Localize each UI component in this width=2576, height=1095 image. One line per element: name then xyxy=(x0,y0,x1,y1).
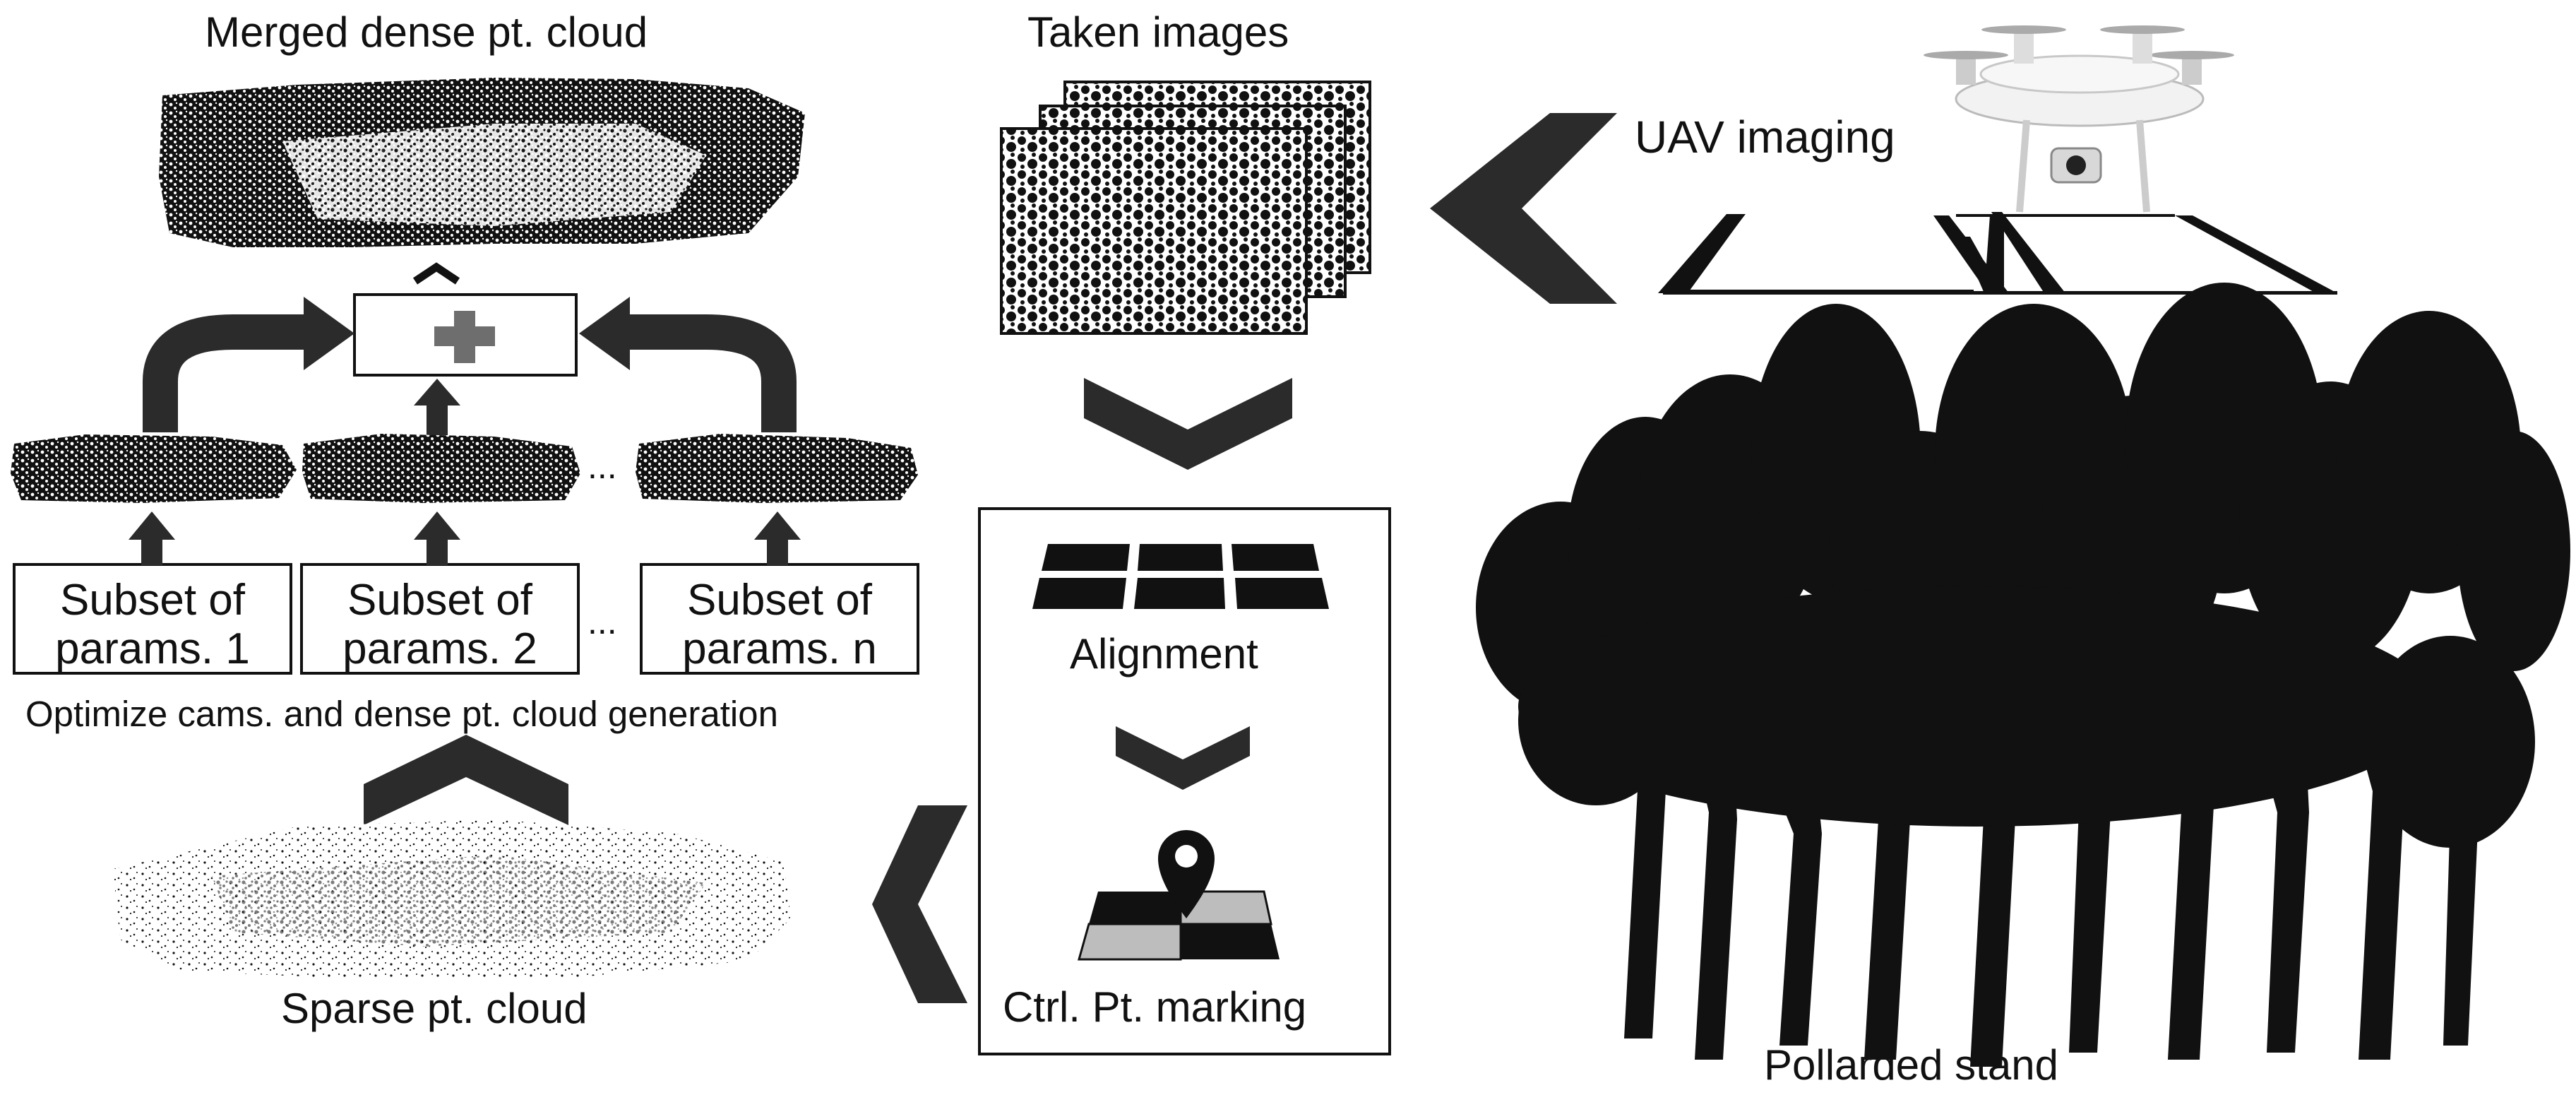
subset-cloud-2 xyxy=(302,434,580,503)
subset-arrow-1 xyxy=(129,511,175,565)
subset-arrow-2 xyxy=(414,511,460,565)
merge-arrow-middle xyxy=(414,379,460,435)
sparse-point-cloud xyxy=(113,819,791,978)
up-chevron xyxy=(364,735,568,825)
left-chevron-uav xyxy=(1430,113,1617,304)
drone-icon xyxy=(1658,25,2337,295)
merge-arrow-right xyxy=(579,297,797,432)
merge-arrow-left xyxy=(143,297,354,432)
subset-2-line1: Subset of xyxy=(347,576,532,625)
tree-silhouette-icon xyxy=(1476,283,2570,1067)
subset-ellipsis: ... xyxy=(588,602,617,641)
subset-cloud-n xyxy=(636,434,918,503)
pollarded-stand-label: Pollarded stand xyxy=(1764,1041,2058,1089)
image-stack-icon xyxy=(1000,81,1371,335)
cloud-ellipsis: ... xyxy=(588,446,617,486)
subset-n-line1: Subset of xyxy=(687,576,872,625)
alignment-label: Alignment xyxy=(1070,630,1258,677)
left-chevron-sparse xyxy=(872,805,967,1003)
plus-icon xyxy=(434,311,495,363)
subset-cloud-1 xyxy=(11,434,297,503)
uav-imaging-label: UAV imaging xyxy=(1635,112,1895,162)
down-chevron-images xyxy=(1084,378,1292,470)
subset-arrow-n xyxy=(754,511,801,565)
merged-dense-cloud-label: Merged dense pt. cloud xyxy=(205,8,648,56)
down-chevron-alignment xyxy=(1116,726,1250,790)
merged-dense-cloud xyxy=(159,78,805,247)
hat-caret xyxy=(412,262,460,285)
taken-images-label: Taken images xyxy=(1027,8,1289,56)
subset-1-line2: params. 1 xyxy=(55,625,250,674)
sparse-cloud-label: Sparse pt. cloud xyxy=(281,985,588,1032)
subset-box-1: Subset of params. 1 xyxy=(13,563,292,675)
subset-box-2: Subset of params. 2 xyxy=(300,563,580,675)
subset-box-n: Subset of params. n xyxy=(640,563,919,675)
ctrl-pt-label: Ctrl. Pt. marking xyxy=(1003,983,1307,1031)
map-pin-icon xyxy=(1078,830,1280,961)
subset-1-line1: Subset of xyxy=(60,576,245,625)
grid-tiles-icon xyxy=(1032,544,1329,609)
subset-2-line2: params. 2 xyxy=(342,625,537,674)
optimize-label: Optimize cams. and dense pt. cloud gener… xyxy=(25,694,778,734)
subset-n-line2: params. n xyxy=(682,625,877,674)
